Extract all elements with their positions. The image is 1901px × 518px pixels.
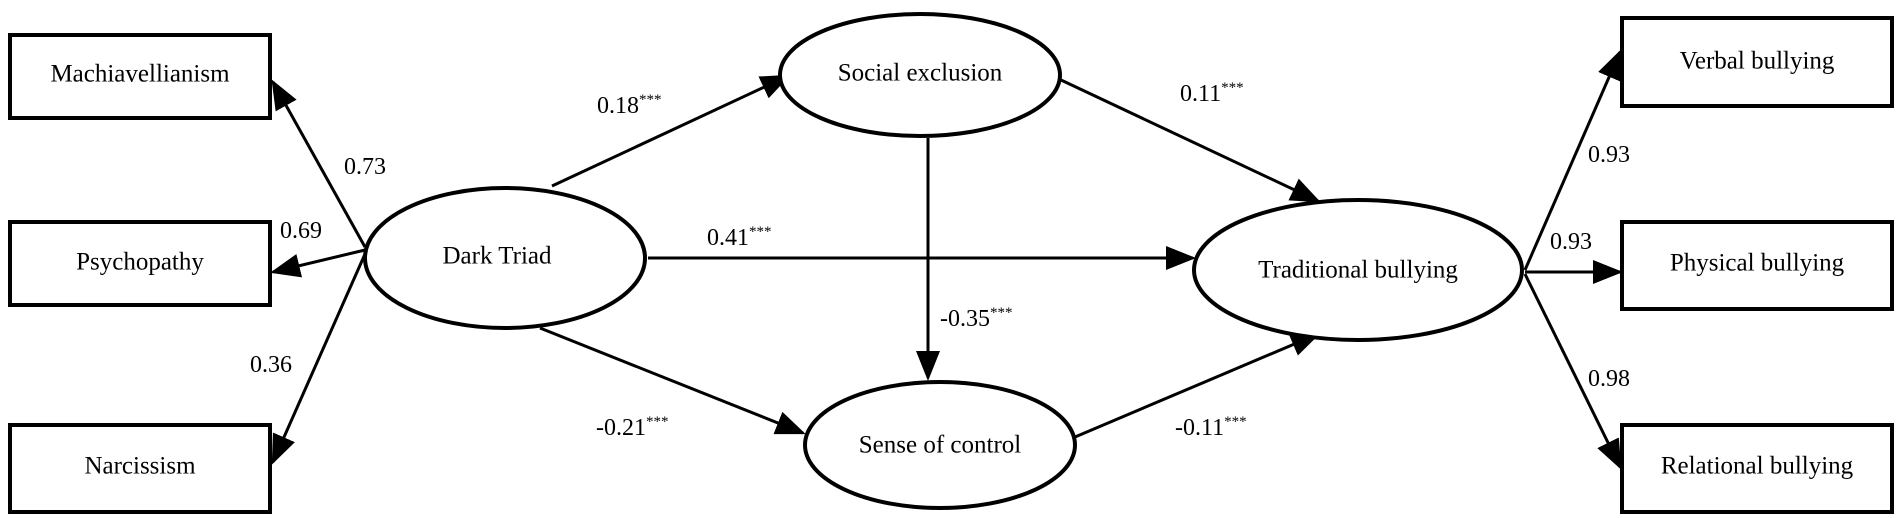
- coef-traditional-bullying-physical: 0.93: [1550, 229, 1592, 255]
- node-label: Machiavellianism: [50, 61, 230, 88]
- edge-traditional-bullying-to-relational: [1523, 273, 1622, 470]
- coef-sense-of-control-traditional-bullying: -0.11***: [1175, 414, 1247, 441]
- coef-dark-triad-sense-of-control: -0.21***: [596, 414, 669, 441]
- coef-dark-triad-social-exclusion: 0.18***: [597, 92, 662, 119]
- node-traditional-bullying: Traditional bullying: [1192, 198, 1524, 342]
- edge-traditional-bullying-to-verbal: [1523, 49, 1622, 271]
- edge-dark-triad-to-narcissism: [271, 253, 367, 465]
- node-label: Physical bullying: [1670, 250, 1845, 277]
- node-label: Sense of control: [859, 432, 1022, 459]
- coef-dark-triad-traditional-bullying: 0.41***: [707, 224, 772, 251]
- edge-social-exclusion-to-traditional-bullying: [1060, 78, 1321, 203]
- coef-traditional-bullying-verbal: 0.93: [1588, 142, 1630, 168]
- node-verbal-bullying: Verbal bullying: [1620, 16, 1894, 108]
- node-label: Dark Triad: [442, 243, 552, 270]
- edges: [270, 49, 1623, 470]
- coef-dark-triad-narcissism: 0.36: [250, 352, 292, 378]
- edge-dark-triad-to-sense-of-control: [539, 326, 806, 435]
- node-social-exclusion: Social exclusion: [778, 12, 1062, 138]
- coef-dark-triad-machiavellianism: 0.73: [344, 154, 386, 180]
- node-machiavellianism: Machiavellianism: [8, 33, 272, 120]
- coef-dark-triad-psychopathy: 0.69: [280, 218, 322, 244]
- node-relational-bullying: Relational bullying: [1620, 423, 1894, 514]
- node-label: Psychopathy: [76, 249, 204, 276]
- coef-social-exclusion-sense-of-control: -0.35***: [940, 305, 1013, 332]
- coefficients: 0.73 0.69 0.36 0.18*** 0.41*** -0.21*** …: [250, 80, 1630, 441]
- node-psychopathy: Psychopathy: [8, 220, 272, 307]
- coef-traditional-bullying-relational: 0.98: [1588, 366, 1630, 392]
- node-label: Traditional bullying: [1258, 257, 1458, 284]
- node-label: Verbal bullying: [1680, 48, 1835, 75]
- edge-dark-triad-to-machiavellianism: [271, 79, 367, 248]
- node-physical-bullying: Physical bullying: [1620, 220, 1894, 311]
- coef-social-exclusion-traditional-bullying: 0.11***: [1180, 80, 1244, 107]
- node-label: Relational bullying: [1661, 453, 1854, 480]
- node-label: Social exclusion: [838, 60, 1003, 87]
- node-dark-triad: Dark Triad: [363, 186, 647, 330]
- node-label: Narcissism: [84, 453, 196, 480]
- node-sense-of-control: Sense of control: [803, 380, 1077, 510]
- edge-sense-of-control-to-traditional-bullying: [1074, 332, 1321, 439]
- edge-dark-triad-to-psychopathy: [270, 248, 366, 278]
- node-narcissism: Narcissism: [8, 423, 272, 514]
- edge-dark-triad-to-social-exclusion: [551, 74, 791, 188]
